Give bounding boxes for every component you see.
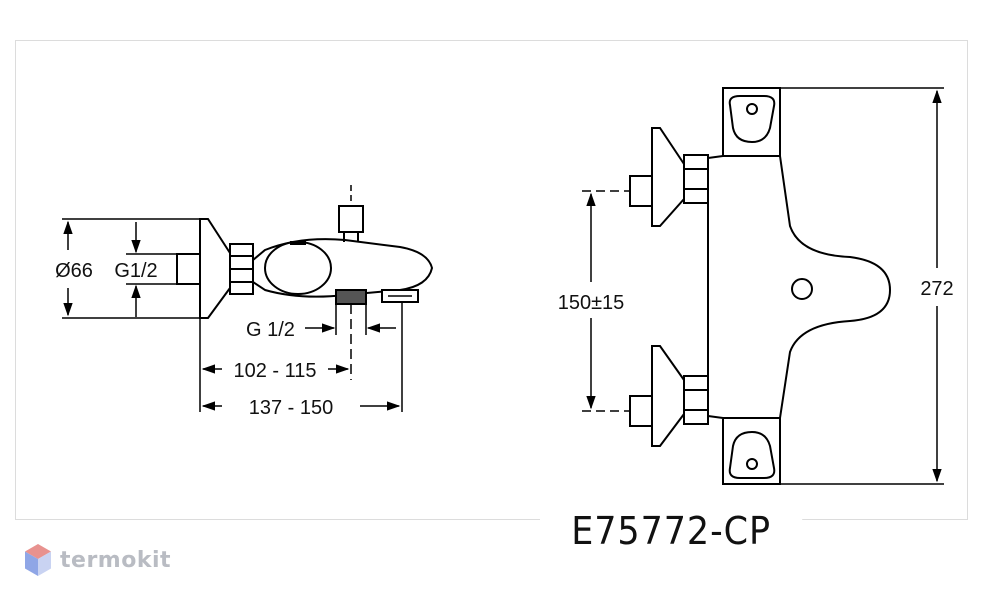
front-labels: 150±15 272	[558, 278, 954, 314]
termokit-logo-icon	[25, 544, 51, 576]
dim-102-115: 102 - 115	[233, 360, 316, 382]
drawing-frame	[15, 40, 968, 520]
bottom-screw-icon	[746, 458, 758, 470]
thermostat-knob	[264, 241, 332, 295]
front-view	[629, 87, 892, 485]
side-labels: Ø66 G1/2 G 1/2 102 - 115 137 - 150	[55, 260, 333, 419]
front-dimensions	[582, 87, 944, 485]
lower-rosette	[651, 345, 685, 447]
upper-nut	[683, 154, 709, 204]
thermostat-body	[707, 87, 892, 485]
lower-nut	[683, 375, 709, 425]
lower-nipple	[629, 395, 653, 427]
top-mount-tab	[728, 95, 776, 144]
inlet-nipple	[176, 253, 201, 285]
model-code: E75772-CP	[540, 503, 803, 559]
centre-hole	[791, 278, 813, 300]
upper-rosette	[651, 127, 685, 227]
thread-label-bottom: G 1/2	[246, 319, 295, 341]
brand-watermark: termokit	[24, 540, 171, 580]
diverter-knob	[338, 205, 364, 233]
dim-137-150: 137 - 150	[249, 397, 334, 419]
shower-outlet-thread	[335, 289, 367, 305]
wall-rosette	[199, 218, 231, 319]
bottom-mount-tab	[728, 430, 776, 479]
side-dimensions	[62, 185, 403, 412]
spacing-label: 150±15	[558, 292, 625, 314]
side-view	[176, 205, 434, 319]
upper-nipple	[629, 175, 653, 207]
top-screw-icon	[746, 103, 758, 115]
brand-name: termokit	[60, 547, 172, 573]
thread-label-left: G1/2	[114, 260, 157, 282]
diameter-label: Ø66	[55, 260, 93, 282]
height-label: 272	[920, 278, 953, 300]
